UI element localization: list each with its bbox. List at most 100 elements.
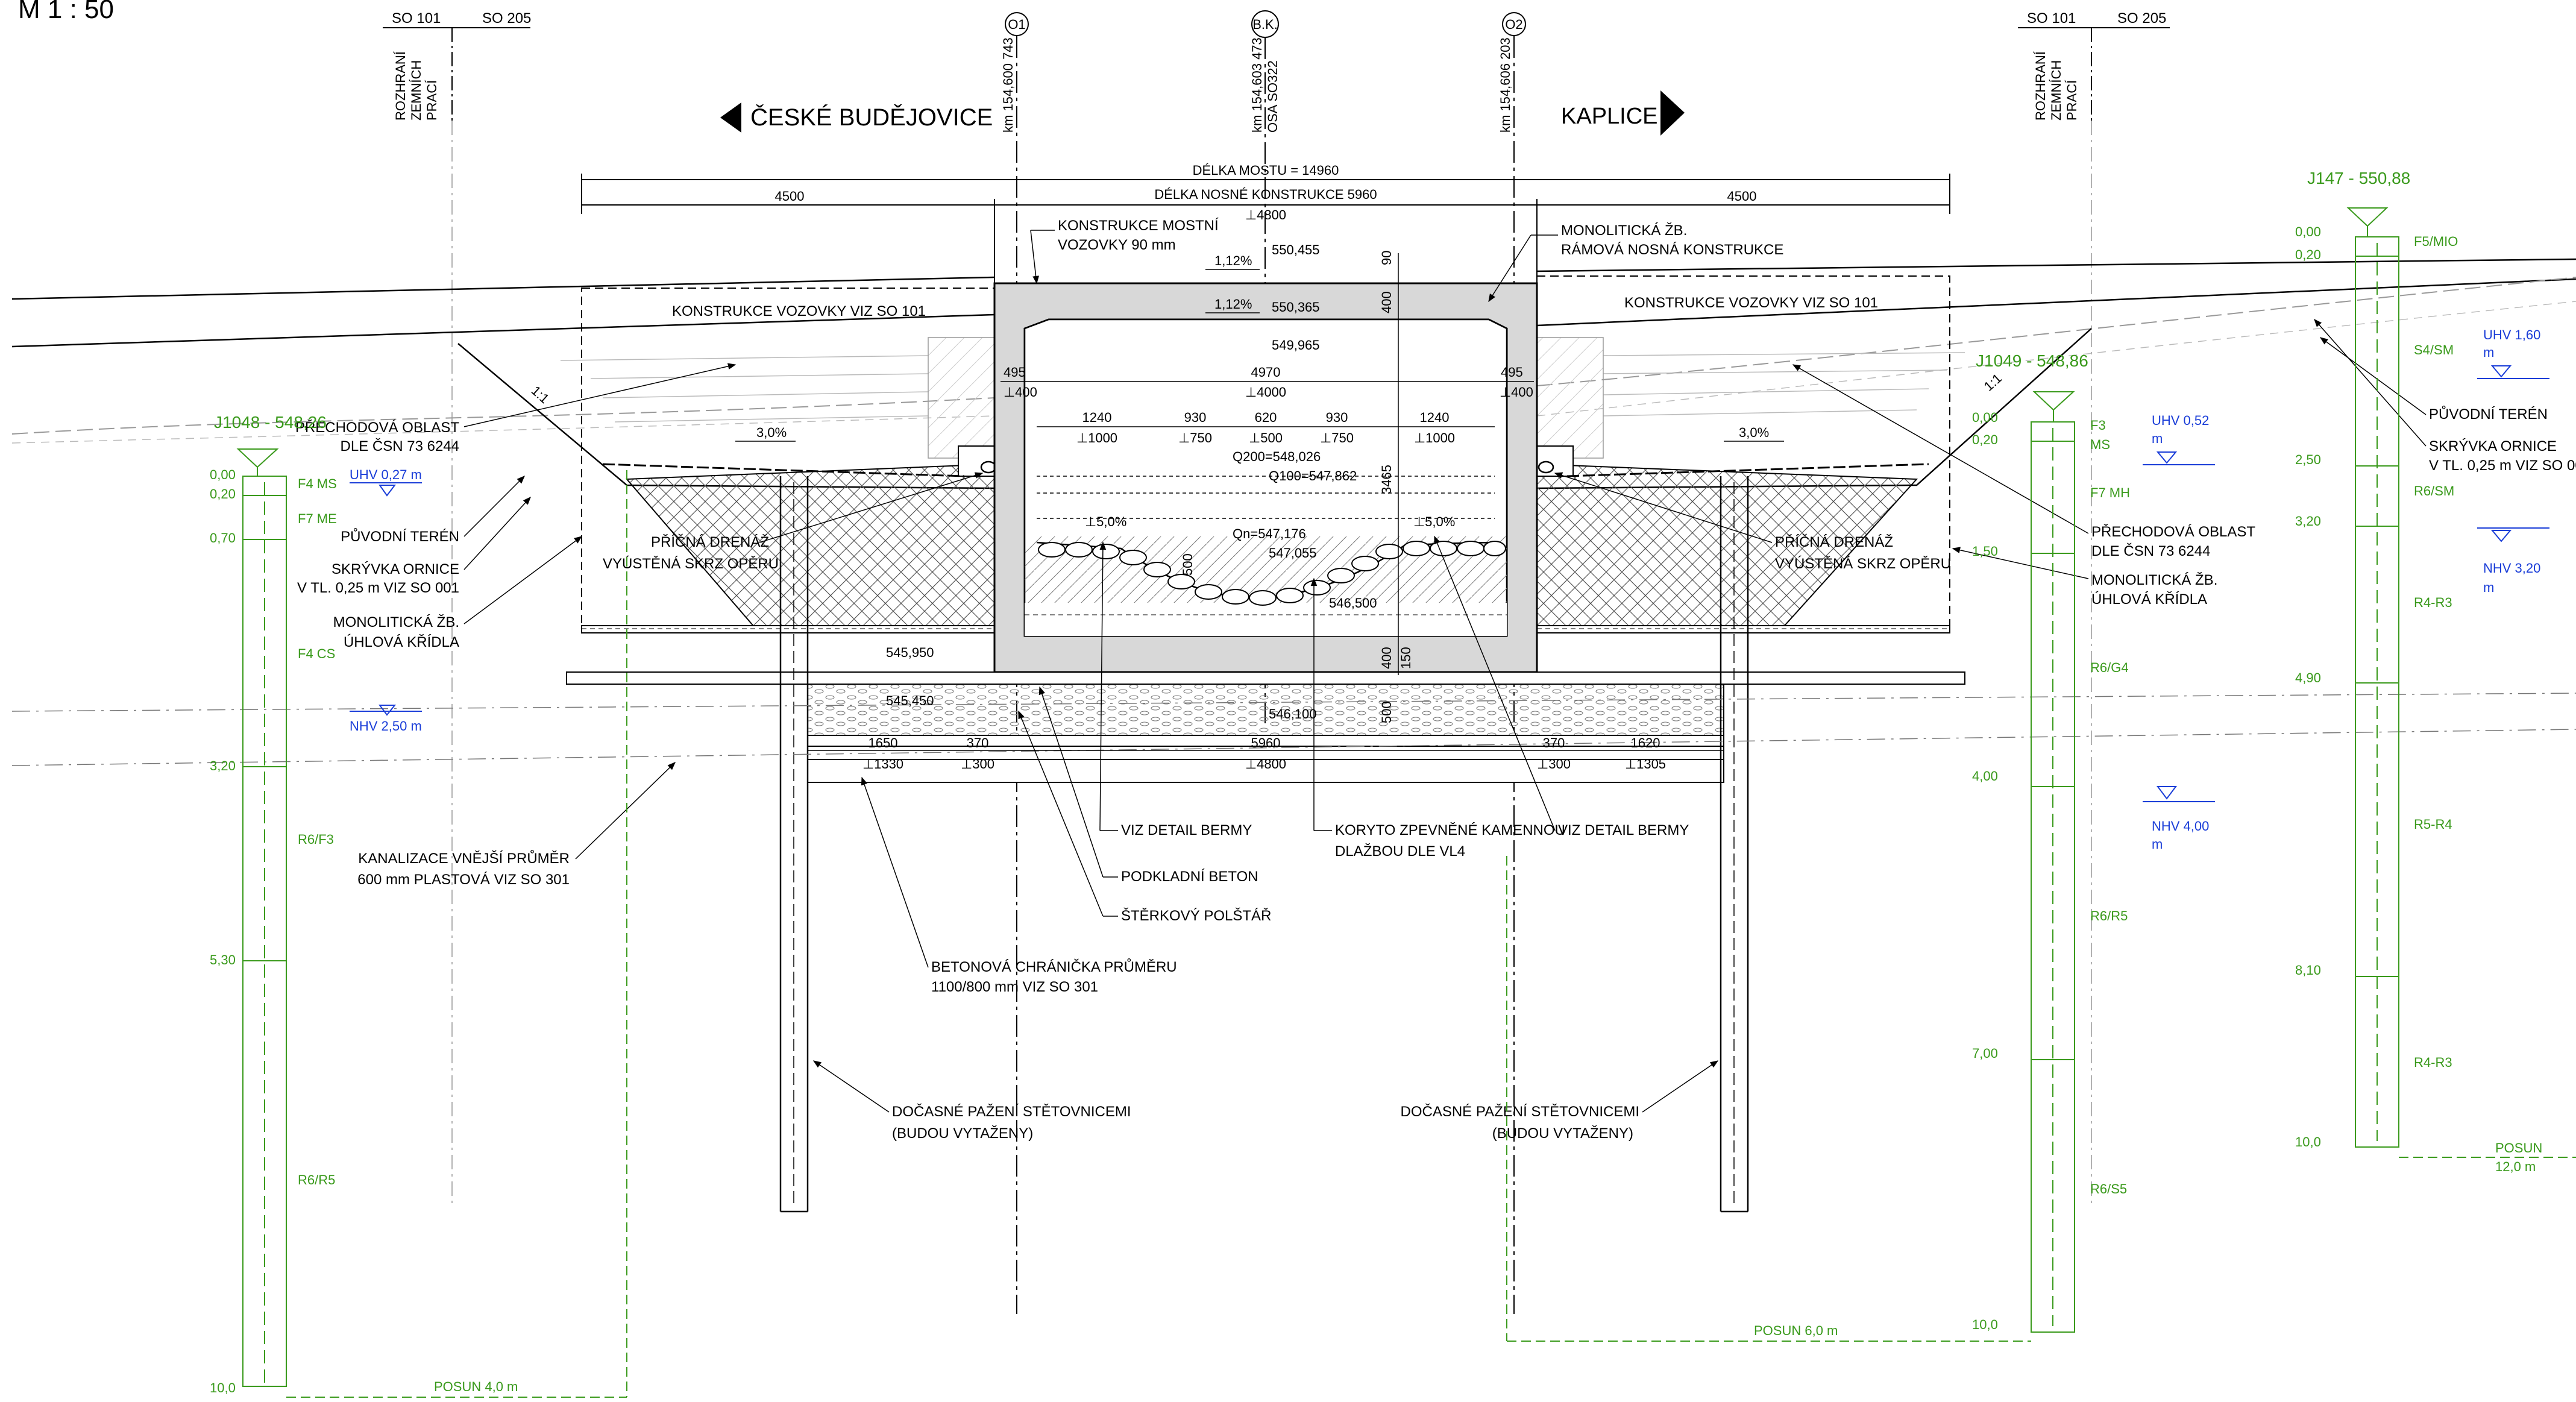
label-monolit-ram-1: MONOLITICKÁ ŽB.: [1561, 222, 1687, 239]
dim-b370-right: 370: [1543, 735, 1565, 750]
j147-depth-3: 3,20: [2295, 514, 2321, 529]
j1049-uhv-1: UHV 0,52: [2152, 413, 2209, 428]
j147-depth-1: 0,20: [2295, 247, 2321, 262]
j147-posun-1: POSUN: [2495, 1140, 2542, 1155]
j147-depth-6: 10,0: [2295, 1134, 2321, 1149]
dim-620: 620: [1255, 410, 1277, 425]
so-101-label-r: SO 101: [2027, 10, 2076, 27]
label-pazeni-right-2: (BUDOU VYTAŽENY): [1492, 1125, 1633, 1142]
label-monolit-kridla-right-2: ÚHLOVÁ KŘÍDLA: [2091, 591, 2207, 608]
dim-930-right: 930: [1326, 410, 1348, 425]
dim-slope-2: 1,12%: [1214, 297, 1252, 312]
dim-lvl-546100: 546,100: [1269, 706, 1317, 721]
label-skryvka-left-1: SKRÝVKA ORNICE: [331, 561, 459, 577]
label-koryto-2: DLAŽBOU DLE VL4: [1335, 843, 1465, 860]
dim-4800-top: ⊥4800: [1245, 207, 1286, 222]
dim-b1305: ⊥1305: [1625, 756, 1666, 772]
j1048-depth-0: 0,00: [210, 467, 236, 482]
dim-lvl-550365: 550,365: [1272, 300, 1320, 315]
j1049-depth-1: 0,20: [1972, 432, 1998, 447]
j1049-layer-4: R6/R5: [2090, 908, 2128, 923]
dim-500: ⊥500: [1249, 430, 1283, 445]
j147-depth-0: 0,00: [2295, 224, 2321, 239]
slope-3-left: 3,0%: [756, 425, 787, 440]
dim-150: 150: [1398, 647, 1413, 669]
label-vozovka-right: KONSTRUKCE VOZOVKY VIZ SO 101: [1624, 295, 1878, 311]
j1048-layer-3: R6/F3: [298, 832, 334, 847]
dim-b1620: 1620: [1631, 735, 1660, 750]
dim-b5960: 5960: [1251, 735, 1281, 750]
j147-posun-2: 12,0 m: [2495, 1159, 2536, 1174]
dim-4970: 4970: [1251, 365, 1281, 380]
top-so-right: SO 101 SO 205 ROZHRANÍ ZEMNÍCH PRACÍ: [2018, 10, 2170, 1206]
dim-q200: Q200=548,026: [1233, 449, 1321, 464]
direction-right: KAPLICE: [1561, 90, 1685, 136]
j1049-layer-1: MS: [2090, 437, 2110, 452]
j1048-uhv: UHV 0,27 m: [350, 467, 422, 482]
dim-lvl-550455: 550,455: [1272, 242, 1320, 257]
slope-3-right: 3,0%: [1739, 425, 1769, 440]
label-podkladni: PODKLADNÍ BETON: [1121, 869, 1258, 885]
overall-dimensions: DÉLKA MOSTU = 14960 DÉLKA NOSNÉ KONSTRUK…: [581, 163, 1950, 289]
dim-400a: 400: [1379, 291, 1394, 313]
dim-b370-left: 370: [967, 735, 989, 750]
so-101-label: SO 101: [392, 10, 441, 27]
dim-lvl-545450: 545,450: [886, 693, 934, 708]
j1049-layer-2: F7 MH: [2090, 485, 2130, 500]
axis-o2-km: km 154,606 203: [1498, 37, 1513, 133]
label-konstr-vozovky-2: VOZOVKY 90 mm: [1058, 237, 1176, 253]
j147-depth-4: 4,90: [2295, 670, 2321, 685]
j1049-nhv-1: NHV 4,00: [2152, 819, 2209, 834]
rozhrani-r-3: PRACÍ: [2064, 80, 2079, 121]
label-viz-bermy-right: VIZ DETAIL BERMY: [1558, 822, 1689, 838]
label-prechod-left-2: DLE ČSN 73 6244: [341, 438, 459, 454]
dim-400-left: ⊥400: [1004, 385, 1037, 400]
dim-400-right: ⊥400: [1500, 385, 1533, 400]
dim-pct-right: ⊥5,0%: [1413, 514, 1455, 529]
direction-left-label: ČESKÉ BUDĚJOVICE: [750, 104, 993, 131]
label-prechod-left-1: PŘECHODOVÁ OBLAST: [295, 420, 459, 436]
j1049-depth-2: 1,50: [1972, 544, 1998, 559]
direction-left: ČESKÉ BUDĚJOVICE: [720, 102, 993, 133]
j1049-depth-3: 4,00: [1972, 769, 1998, 784]
j1048-depth-1: 0,20: [210, 486, 236, 501]
j1049-depth-0: 0,00: [1972, 410, 1998, 425]
dim-500v: 500: [1180, 553, 1195, 576]
so-205-label: SO 205: [482, 10, 531, 27]
j147-depth-5: 8,10: [2295, 963, 2321, 978]
j1049-layer-5: R6/S5: [2090, 1181, 2127, 1196]
dim-400b: 400: [1379, 647, 1394, 669]
label-prechod-right-1: PŘECHODOVÁ OBLAST: [2091, 524, 2255, 540]
j1048-posun: POSUN 4,0 m: [434, 1379, 518, 1394]
label-puvodni-left: PŮVODNÍ TERÉN: [341, 527, 459, 545]
label-kanalizace-2: 600 mm PLASTOVÁ VIZ SO 301: [357, 872, 570, 888]
label-kanalizace-1: KANALIZACE VNĚJŠÍ PRŮMĚR: [358, 849, 570, 867]
j1048-layer-1: F7 ME: [298, 511, 337, 526]
dim-lvl-546500: 546,500: [1329, 596, 1377, 611]
dim-b300-right: ⊥300: [1537, 756, 1571, 772]
label-puvodni-right: PŮVODNÍ TERÉN: [2429, 405, 2548, 423]
dim-delka-nosne: DÉLKA NOSNÉ KONSTRUKCE 5960: [1154, 187, 1377, 202]
label-pazeni-right-1: DOČASNÉ PAŽENÍ STĚTOVNICEMI: [1400, 1103, 1639, 1120]
j1048-layer-0: F4 MS: [298, 476, 337, 491]
j1049-depth-4: 7,00: [1972, 1046, 1998, 1061]
direction-right-label: KAPLICE: [1561, 104, 1658, 129]
j1049-layer-3: R6/G4: [2090, 660, 2129, 675]
j1048-layer-2: F4 CS: [298, 646, 335, 661]
j1048-depth-4: 5,30: [210, 952, 236, 967]
so-205-label-r: SO 205: [2117, 10, 2166, 27]
dim-1240-left: 1240: [1082, 410, 1112, 425]
label-pazeni-left-2: (BUDOU VYTAŽENY): [892, 1125, 1033, 1142]
axis-o1-mark: O1: [1008, 17, 1025, 32]
rozhrani-r-1: ROZHRANÍ: [2033, 51, 2048, 121]
label-konstr-vozovky-1: KONSTRUKCE MOSTNÍ: [1058, 218, 1219, 234]
j1048-nhv: NHV 2,50 m: [350, 718, 422, 734]
dim-q100: Q100=547,862: [1269, 468, 1357, 483]
label-pricna-left-2: VYÚSTĚNÁ SKRZ OPĚRU: [603, 556, 779, 572]
label-skryvka-left-2: V TL. 0,25 m VIZ SO 001: [297, 580, 459, 596]
dim-lvl-547055: 547,055: [1269, 545, 1317, 561]
dim-delka-mostu: DÉLKA MOSTU = 14960: [1193, 163, 1339, 178]
j1049-posun: POSUN 6,0 m: [1754, 1323, 1838, 1338]
label-skryvka-right-1: SKRÝVKA ORNICE: [2429, 438, 2557, 454]
